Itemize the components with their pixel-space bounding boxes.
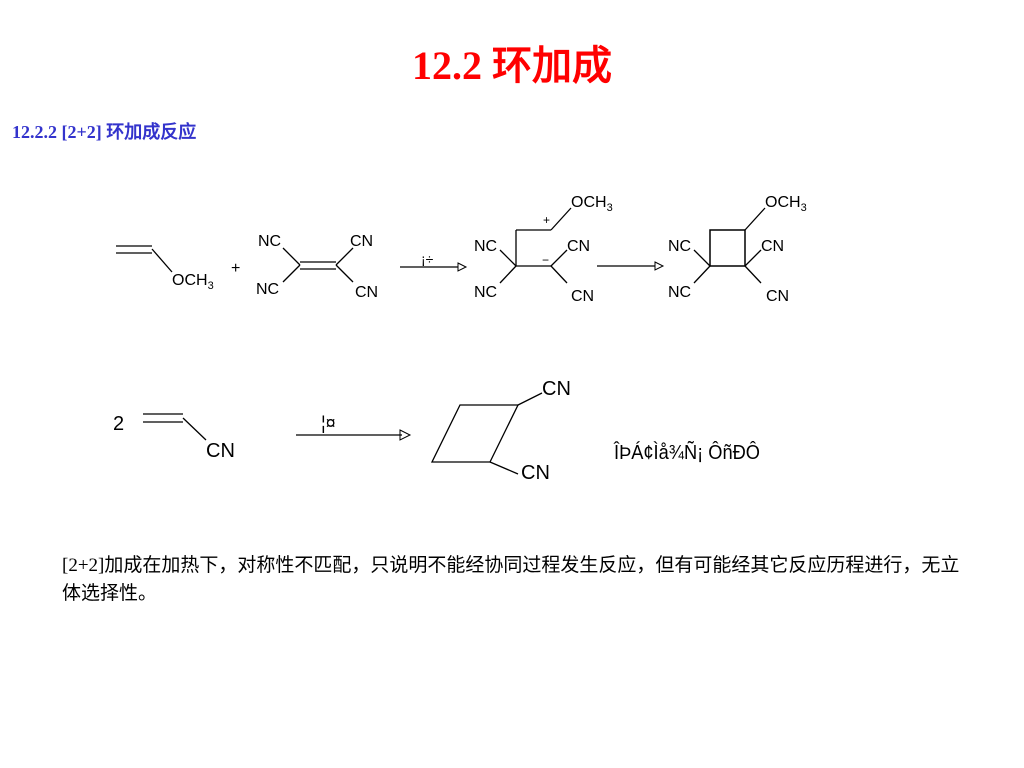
zwitterion-intermediate xyxy=(499,207,572,284)
explanation-paragraph: [2+2]加成在加热下，对称性不匹配，只说明不能经协同过程发生反应，但有可能经其… xyxy=(62,555,960,604)
dicyanocyclobutane xyxy=(430,392,543,475)
product-nc-bottom: NC xyxy=(668,284,691,301)
zwitterion-minus-charge: − xyxy=(542,253,549,267)
product-cn-bottom: CN xyxy=(766,288,789,305)
zwitterion-cn-top: CN xyxy=(567,238,590,255)
arrow-1 xyxy=(400,262,468,272)
dicyanocyclobutane-cn-top: CN xyxy=(542,378,571,400)
section-subtitle: 12.2.2 [2+2] 环加成反应 xyxy=(12,122,197,142)
arrow-3-label: ¦¤ xyxy=(321,413,336,433)
vinyl-ether-och3: OCH3 xyxy=(172,272,214,292)
zwitterion-cn-bottom: CN xyxy=(571,288,594,305)
product-cn-top: CN xyxy=(761,238,784,255)
reaction-schemes: OCH3 + NC CN NC CN ¡÷ OCH3 + − NC CN NC … xyxy=(113,194,807,484)
acrylonitrile xyxy=(143,413,207,441)
zwitterion-nc-bottom: NC xyxy=(474,284,497,301)
cyclobutane-product xyxy=(693,207,766,284)
tcne-cn-bottom: CN xyxy=(355,284,378,301)
product-och3: OCH3 xyxy=(765,194,807,214)
arrow-3 xyxy=(296,429,412,441)
acrylonitrile-cn: CN xyxy=(206,440,235,462)
zwitterion-och3: OCH3 xyxy=(571,194,613,214)
tcne-cn-top: CN xyxy=(350,233,373,250)
dicyanocyclobutane-cn-bottom: CN xyxy=(521,462,550,484)
page-title: 12.2 环加成 xyxy=(412,43,612,88)
arrow-2 xyxy=(597,261,665,271)
product-nc-top: NC xyxy=(668,238,691,255)
plus-sign: + xyxy=(231,260,240,277)
garbled-note: ÎÞÁ¢Ìå¾Ñ¡ ÔñÐÔ xyxy=(613,440,760,464)
tetracyanoethylene xyxy=(282,247,354,283)
vinyl-ether xyxy=(116,245,173,273)
zwitterion-plus-charge: + xyxy=(543,213,550,227)
tcne-nc-bottom: NC xyxy=(256,281,279,298)
tcne-nc-top: NC xyxy=(258,233,281,250)
zwitterion-nc-top: NC xyxy=(474,238,497,255)
coefficient: 2 xyxy=(113,413,124,435)
arrow-1-label: ¡÷ xyxy=(421,251,434,267)
